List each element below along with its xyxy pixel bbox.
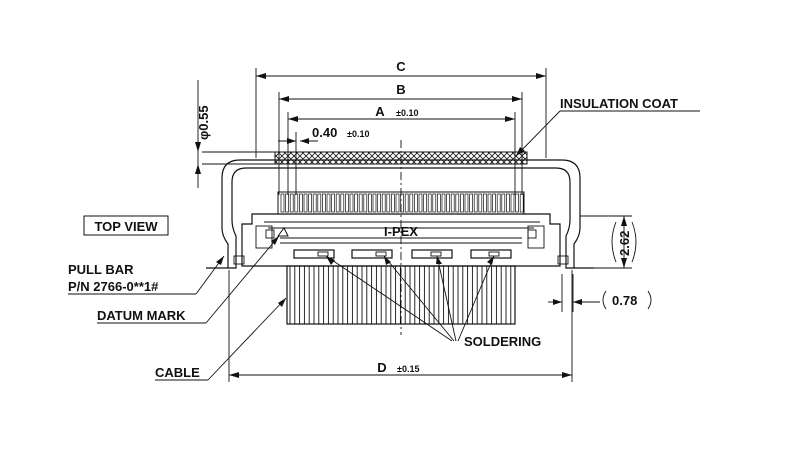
- contact-pin: [340, 193, 345, 213]
- dimension-offset-label: 0.78: [612, 293, 637, 308]
- contact-pin: [432, 193, 437, 213]
- dimension-offset: 0.78: [548, 274, 652, 312]
- contact-pin: [317, 193, 322, 213]
- contact-pin: [368, 193, 372, 213]
- callout-cable: CABLE: [155, 297, 287, 381]
- contact-pin: [404, 193, 409, 213]
- soldering-label: SOLDERING: [464, 334, 541, 349]
- contact-pin: [510, 193, 515, 213]
- contact-pin: [345, 193, 349, 213]
- insulation-coat-label: INSULATION COAT: [560, 96, 678, 111]
- view-label: TOP VIEW: [94, 219, 158, 234]
- contact-pin: [395, 193, 400, 213]
- contact-pin: [381, 193, 386, 213]
- contact-pin: [506, 193, 510, 213]
- dimension-c-label: C: [396, 59, 406, 74]
- dimension-b-label: B: [396, 82, 405, 97]
- dimension-diameter-label: φ0.55: [196, 105, 211, 140]
- contact-pin: [418, 193, 423, 213]
- contact-pin: [464, 193, 469, 213]
- cable-label: CABLE: [155, 365, 200, 380]
- contact-pin: [441, 193, 446, 213]
- contact-pin: [312, 193, 317, 213]
- contact-pin: [437, 193, 441, 213]
- contact-pin: [303, 193, 308, 213]
- contact-pin: [363, 193, 368, 213]
- dimension-height: 2.62: [578, 215, 637, 269]
- view-label-box: TOP VIEW: [83, 215, 169, 236]
- contact-pin: [354, 193, 358, 213]
- dimension-a-label: A: [375, 104, 385, 119]
- contact-pin: [349, 193, 354, 213]
- contact-pin: [400, 193, 404, 213]
- dimension-height-label: 2.62: [617, 231, 632, 256]
- contact-pin: [450, 193, 455, 213]
- contact-pins: [280, 193, 524, 213]
- contact-pin: [322, 193, 326, 213]
- datum-mark-label: DATUM MARK: [97, 308, 186, 323]
- contact-pin: [377, 193, 381, 213]
- contact-pin: [358, 193, 363, 213]
- contact-pin: [455, 193, 460, 213]
- dimension-c: C: [255, 59, 547, 158]
- contact-pin: [423, 193, 427, 213]
- contact-pin: [515, 193, 519, 213]
- dimension-a: A ±0.10: [287, 104, 516, 195]
- dimension-a-tolerance: ±0.10: [396, 108, 418, 118]
- contact-pin: [483, 193, 487, 213]
- cable-fingers: [289, 266, 512, 324]
- contact-pin: [285, 193, 289, 213]
- callout-datum-mark: DATUM MARK: [97, 235, 280, 324]
- contact-pin: [492, 193, 496, 213]
- dimension-d: D ±0.15: [228, 270, 573, 382]
- contact-pin: [414, 193, 418, 213]
- pull-bar-pn-label: P/N 2766-0**1#: [68, 279, 159, 294]
- contact-pin: [409, 193, 414, 213]
- dimension-d-tolerance: ±0.15: [397, 364, 419, 374]
- contact-pin: [446, 193, 450, 213]
- contact-pin: [386, 193, 391, 213]
- contact-pin: [427, 193, 432, 213]
- callout-insulation-coat: INSULATION COAT: [515, 96, 700, 157]
- dimension-pitch-label: 0.40: [312, 125, 337, 140]
- contact-pin: [372, 193, 377, 213]
- contact-pin: [299, 193, 303, 213]
- dimension-d-label: D: [377, 360, 386, 375]
- dimension-pitch: 0.40 ±0.10: [278, 125, 369, 195]
- contact-pin: [460, 193, 464, 213]
- contact-pin: [473, 193, 478, 213]
- contact-pin: [478, 193, 483, 213]
- contact-pin: [289, 193, 294, 213]
- dimension-pitch-tolerance: ±0.10: [347, 129, 369, 139]
- contact-pin: [335, 193, 340, 213]
- dimension-b: B: [278, 82, 523, 195]
- contact-pin: [501, 193, 506, 213]
- contact-pin: [326, 193, 331, 213]
- connector-body: I-PEX: [206, 140, 594, 335]
- contact-pin: [487, 193, 492, 213]
- pull-bar-label: PULL BAR: [68, 262, 134, 277]
- callout-soldering: SOLDERING: [325, 255, 541, 349]
- contact-pin: [469, 193, 473, 213]
- contact-pin: [294, 193, 299, 213]
- contact-pin: [331, 193, 335, 213]
- dimension-diameter: φ0.55: [195, 80, 275, 188]
- callout-pull-bar: PULL BAR P/N 2766-0**1#: [68, 255, 225, 295]
- contact-pin: [519, 193, 524, 213]
- contact-pin: [308, 193, 312, 213]
- contact-pin: [280, 193, 285, 213]
- contact-pin: [496, 193, 501, 213]
- contact-pin: [391, 193, 395, 213]
